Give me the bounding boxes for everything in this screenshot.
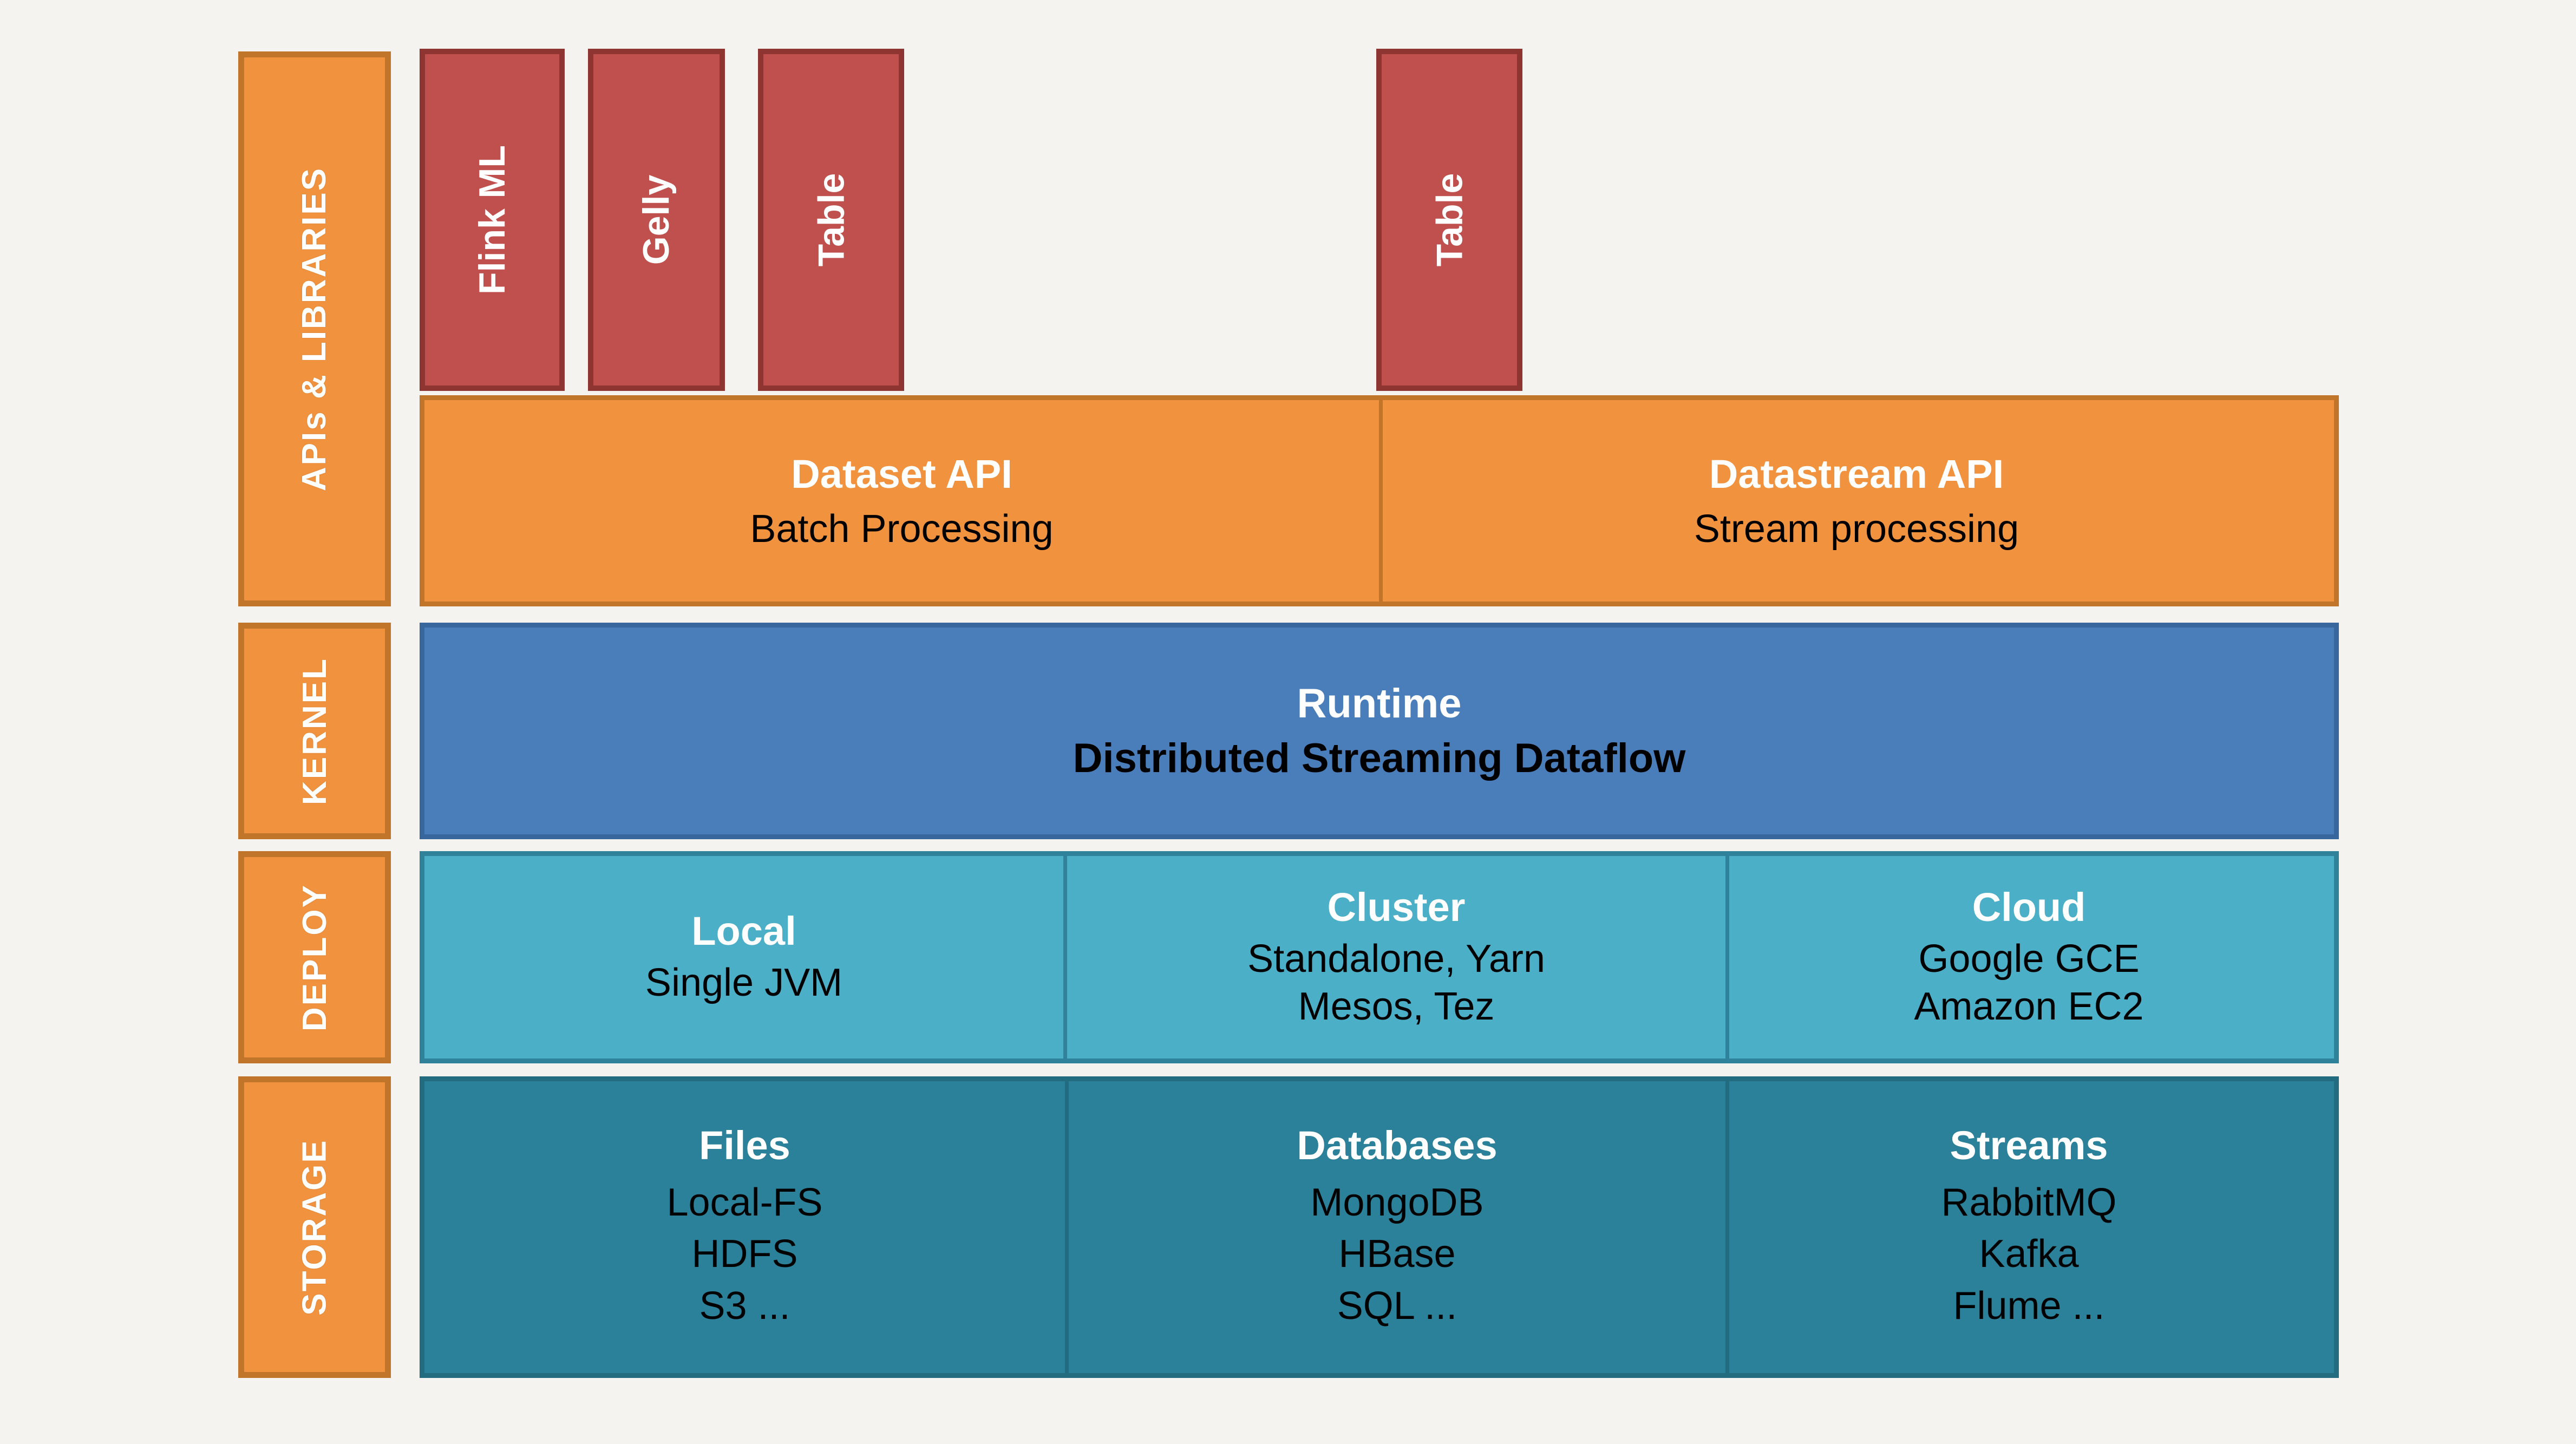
- deploy-cell-line2: Amazon EC2: [1914, 984, 2144, 1028]
- api-cell-dataset[interactable]: Dataset API Batch Processing: [424, 400, 1379, 602]
- sidebar-item-deploy[interactable]: DEPLOY: [238, 851, 391, 1063]
- storage-cell-streams[interactable]: Streams RabbitMQ Kafka Flume ...: [1725, 1081, 2329, 1373]
- api-cell-datastream[interactable]: Datastream API Stream processing: [1379, 400, 2330, 602]
- sidebar-item-label: KERNEL: [296, 657, 334, 805]
- library-chip-gelly[interactable]: Gelly: [588, 49, 725, 391]
- storage-cell-databases[interactable]: Databases MongoDB HBase SQL ...: [1065, 1081, 1725, 1373]
- storage-cell-line3: SQL ...: [1337, 1284, 1457, 1328]
- library-chip-label: Flink ML: [472, 145, 513, 295]
- sidebar-item-label: STORAGE: [296, 1139, 334, 1316]
- deploy-cell-local[interactable]: Local Single JVM: [424, 856, 1063, 1059]
- sidebar-item-kernel[interactable]: KERNEL: [238, 623, 391, 839]
- storage-cell-title: Streams: [1950, 1123, 2108, 1168]
- library-chip-table-stream[interactable]: Table: [1376, 49, 1522, 391]
- deploy-cell-line1: Single JVM: [645, 961, 843, 1004]
- storage-cell-line1: RabbitMQ: [1941, 1181, 2117, 1225]
- deploy-row: Local Single JVM Cluster Standalone, Yar…: [420, 851, 2339, 1063]
- runtime-subtitle: Distributed Streaming Dataflow: [1073, 735, 1686, 781]
- deploy-cell-cloud[interactable]: Cloud Google GCE Amazon EC2: [1725, 856, 2329, 1059]
- library-chip-label: Table: [1429, 173, 1470, 267]
- deploy-cell-title: Cluster: [1327, 884, 1466, 930]
- sidebar-item-label: DEPLOY: [296, 883, 334, 1031]
- storage-cell-line2: HDFS: [691, 1232, 798, 1276]
- api-cell-title: Datastream API: [1709, 451, 2004, 496]
- storage-cell-line2: HBase: [1338, 1232, 1456, 1276]
- storage-cell-title: Databases: [1297, 1123, 1498, 1168]
- storage-cell-line3: S3 ...: [699, 1284, 790, 1328]
- kernel-runtime-block[interactable]: Runtime Distributed Streaming Dataflow: [420, 623, 2339, 839]
- storage-cell-files[interactable]: Files Local-FS HDFS S3 ...: [424, 1081, 1065, 1373]
- sidebar-item-label: APIs & LIBRARIES: [296, 166, 334, 492]
- library-chip-flink-ml[interactable]: Flink ML: [420, 49, 565, 391]
- library-chip-label: Gelly: [636, 174, 677, 265]
- api-cell-subtitle: Stream processing: [1694, 507, 2019, 551]
- storage-row: Files Local-FS HDFS S3 ... Databases Mon…: [420, 1076, 2339, 1378]
- deploy-cell-line2: Mesos, Tez: [1298, 984, 1495, 1028]
- deploy-cell-line1: Google GCE: [1918, 937, 2140, 981]
- runtime-title: Runtime: [1297, 681, 1462, 727]
- deploy-cell-cluster[interactable]: Cluster Standalone, Yarn Mesos, Tez: [1063, 856, 1725, 1059]
- sidebar-item-storage[interactable]: STORAGE: [238, 1076, 391, 1378]
- storage-cell-line1: MongoDB: [1310, 1181, 1484, 1225]
- sidebar-item-apis-and-libraries[interactable]: APIs & LIBRARIES: [238, 51, 391, 606]
- deploy-cell-line1: Standalone, Yarn: [1247, 937, 1545, 981]
- api-cell-title: Dataset API: [791, 451, 1012, 496]
- storage-cell-line1: Local-FS: [666, 1181, 823, 1225]
- deploy-cell-title: Cloud: [1972, 884, 2086, 930]
- storage-cell-title: Files: [699, 1123, 790, 1168]
- api-row: Dataset API Batch Processing Datastream …: [420, 395, 2339, 606]
- storage-cell-line2: Kafka: [1979, 1232, 2079, 1276]
- deploy-cell-title: Local: [691, 908, 796, 953]
- api-cell-subtitle: Batch Processing: [750, 507, 1054, 551]
- storage-cell-line3: Flume ...: [1953, 1284, 2105, 1328]
- library-chip-table-batch[interactable]: Table: [758, 49, 904, 391]
- library-chip-label: Table: [810, 173, 852, 267]
